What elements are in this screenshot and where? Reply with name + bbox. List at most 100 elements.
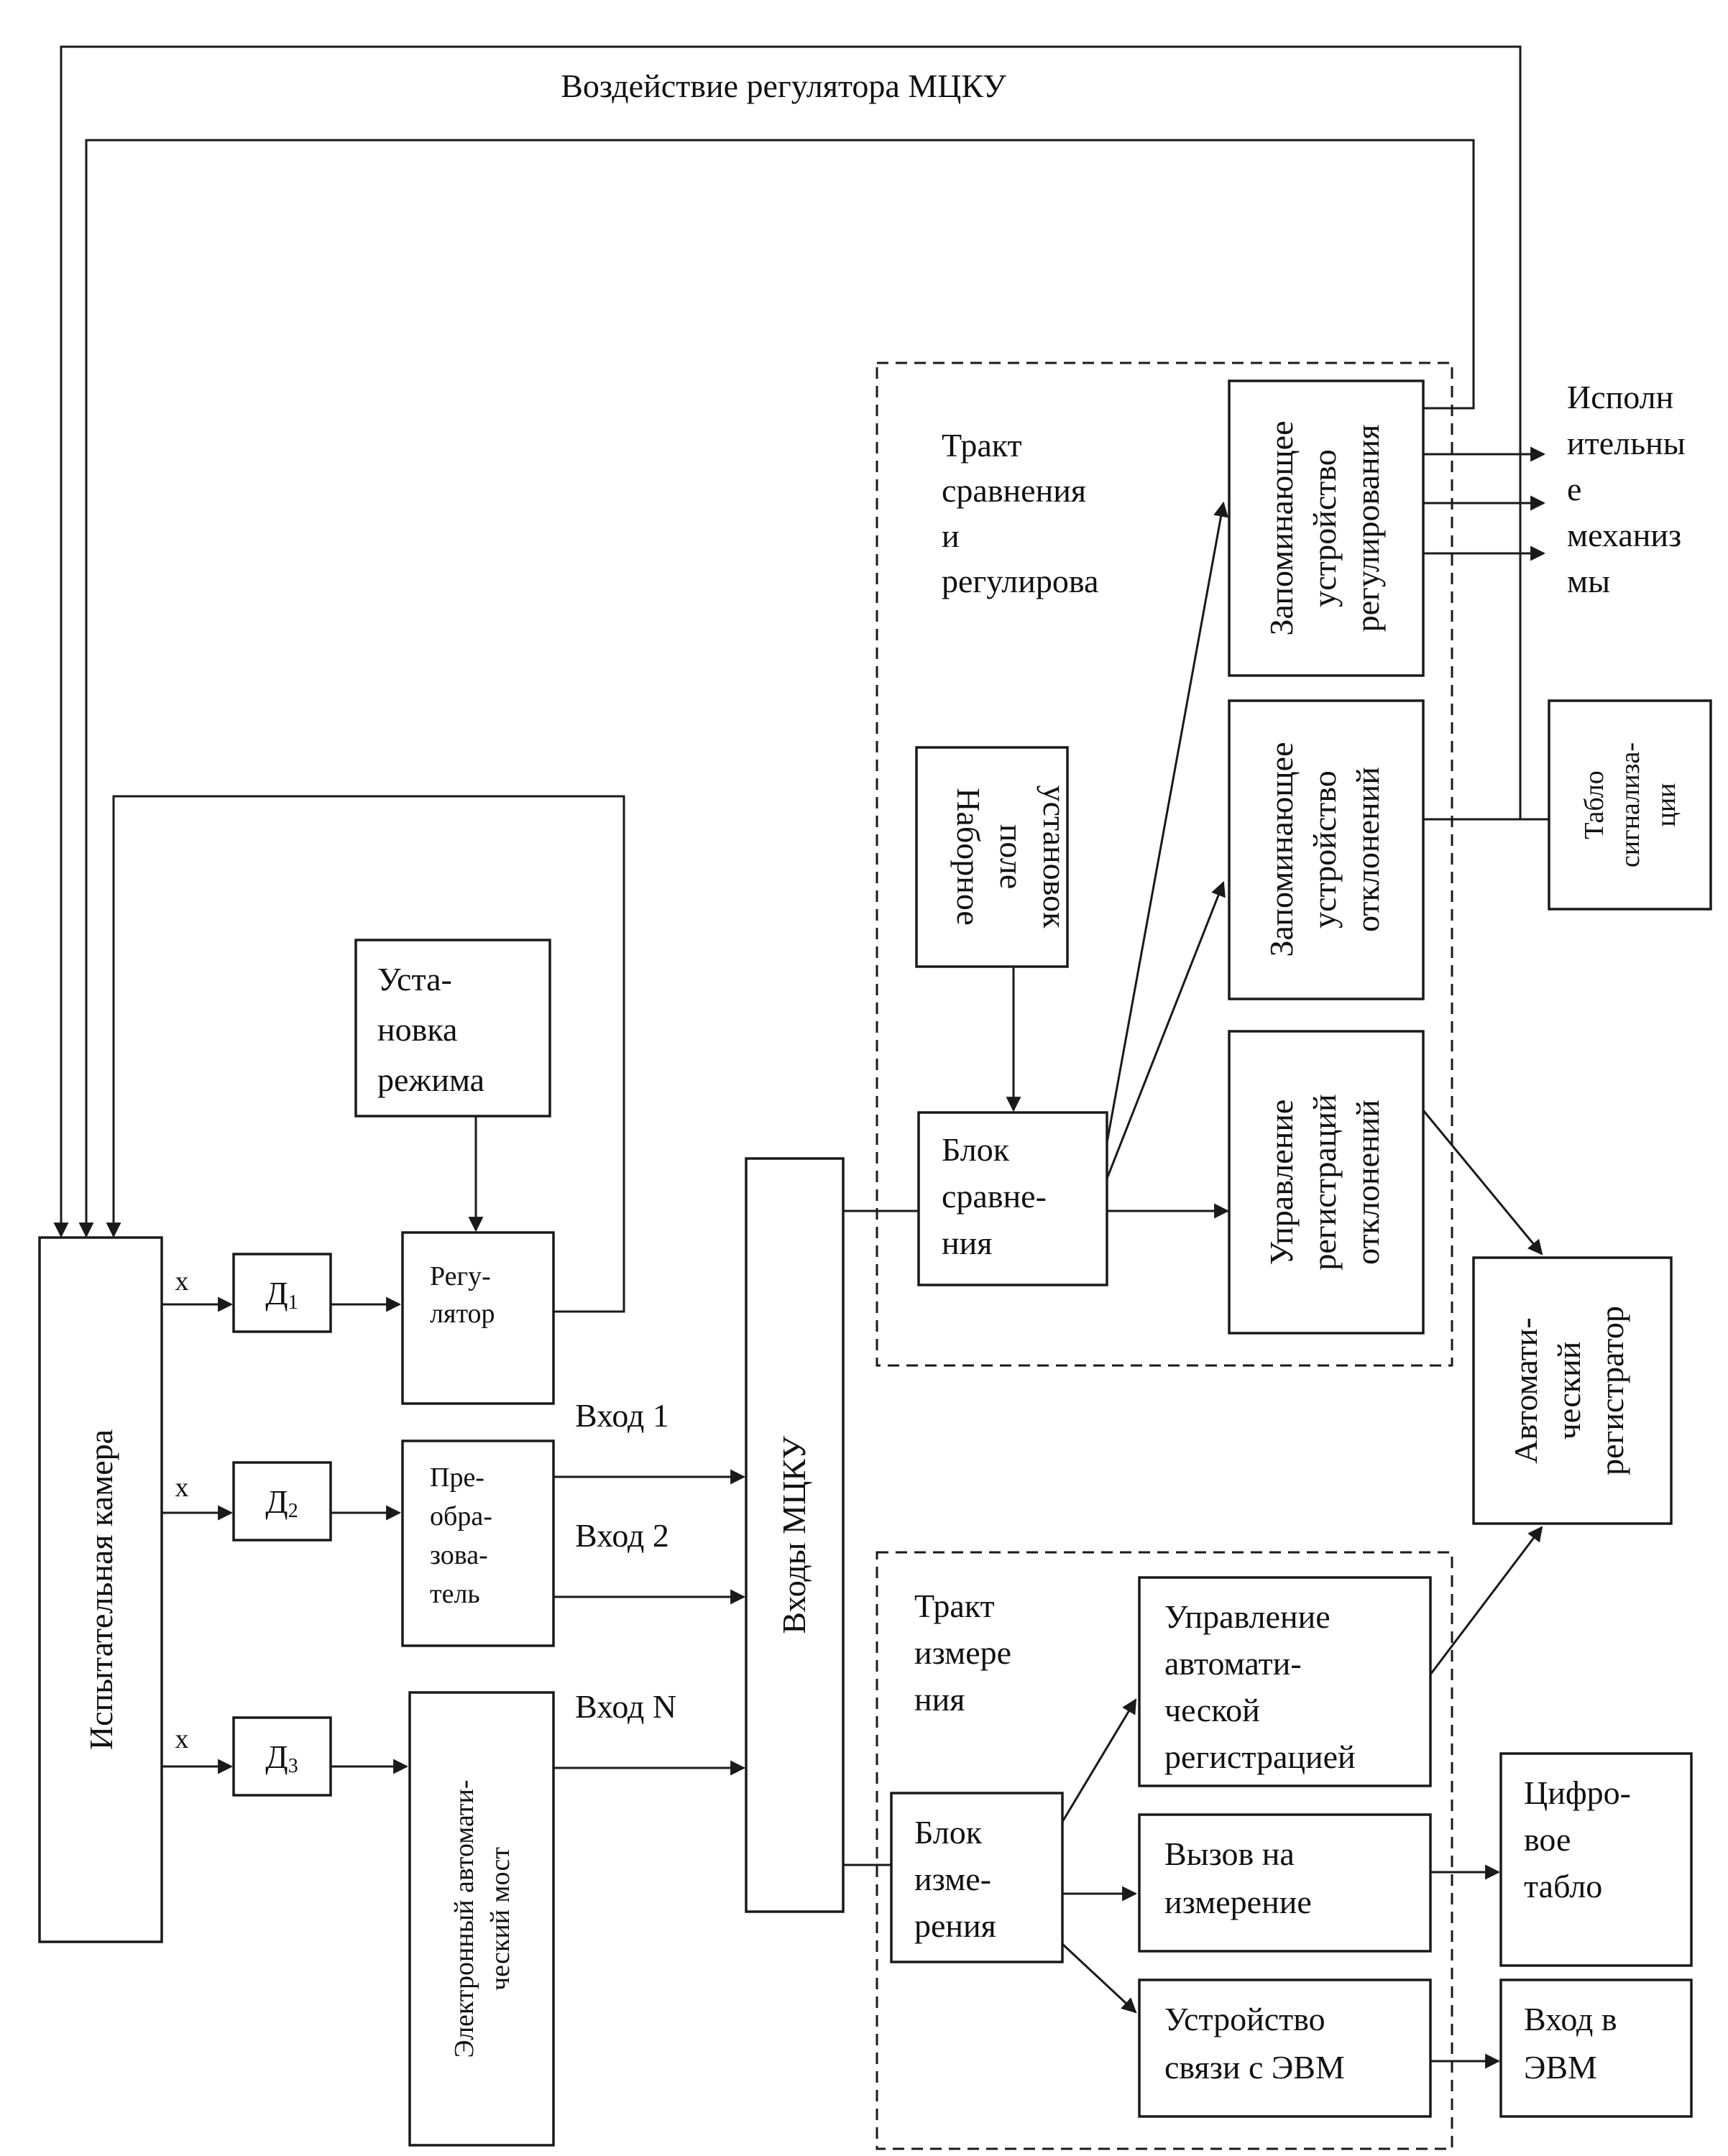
feedback-wire-regulator	[106, 795, 625, 1313]
svg-text:Блок: Блок	[942, 1131, 1010, 1168]
svg-text:рения: рения	[914, 1907, 996, 1944]
svg-text:Исполн: Исполн	[1567, 379, 1673, 415]
deviation-control-block: Управление регистраций отклонений	[1228, 1030, 1425, 1335]
mcku-inputs-block: Входы МЦКУ	[745, 1157, 845, 1913]
computer-input-block: Вход в ЭВМ	[1499, 1978, 1693, 2118]
wire-ctrldev-recorder	[1422, 1110, 1543, 1256]
svg-text:ческий мост: ческий мост	[485, 1847, 515, 1991]
svg-text:устройство: устройство	[1306, 770, 1343, 929]
svg-text:ции: ции	[1651, 783, 1681, 826]
svg-text:измере: измере	[914, 1634, 1011, 1671]
svg-text:обра-: обра-	[430, 1501, 492, 1531]
svg-text:режима: режима	[377, 1061, 484, 1098]
electronic-bridge-block: Электронный автомати- ческий мост	[408, 1691, 555, 2147]
mode-setting-block: Уста- новка режима	[354, 939, 551, 1118]
memory-regulation-block: Запоминающее устройство регулирования	[1228, 379, 1425, 677]
svg-text:Вызов на: Вызов на	[1164, 1835, 1295, 1872]
svg-text:зова-: зова-	[430, 1540, 488, 1570]
svg-text:ческой: ческой	[1164, 1692, 1260, 1728]
regulator-block: Регу- лятор	[401, 1231, 555, 1405]
svg-text:Автомати-: Автомати-	[1507, 1317, 1544, 1463]
svg-text:механиз: механиз	[1567, 517, 1681, 553]
svg-text:ительны: ительны	[1567, 425, 1686, 461]
diagram-title: Воздействие регулятора МЦКУ	[561, 68, 1006, 104]
svg-text:изме-: изме-	[914, 1861, 991, 1897]
svg-text:Запоминающее: Запоминающее	[1263, 742, 1300, 957]
feedback-wire-inner	[78, 139, 1475, 1238]
automatic-recorder-block: Автомати- ческий регистратор	[1472, 1256, 1673, 1525]
svg-text:автомати-: автомати-	[1164, 1645, 1302, 1682]
input-2-label: Вход 2	[575, 1517, 669, 1554]
digital-board-block: Цифро- вое табло	[1499, 1752, 1693, 1967]
svg-text:регистратор: регистратор	[1594, 1306, 1630, 1475]
svg-text:ческий: ческий	[1550, 1342, 1587, 1440]
svg-text:Тракт: Тракт	[942, 427, 1022, 464]
svg-text:сравнения: сравнения	[942, 472, 1086, 509]
input-n-label: Вход N	[575, 1688, 676, 1725]
wire-compare-memreg	[1106, 501, 1228, 1143]
svg-text:новка: новка	[377, 1011, 457, 1048]
x-label-2: х	[175, 1473, 189, 1503]
svg-text:отклонений: отклонений	[1349, 1100, 1386, 1265]
svg-text:Тракт: Тракт	[914, 1588, 995, 1624]
converter-block: Пре- обра- зова- тель	[401, 1439, 555, 1647]
input-1-label: Вход 1	[575, 1397, 669, 1434]
measure-tract-label: Тракт измере ния	[914, 1588, 1011, 1718]
svg-text:Табло: Табло	[1579, 770, 1609, 839]
svg-text:Испытательная камера: Испытательная камера	[83, 1429, 119, 1750]
svg-text:Д3: Д3	[265, 1738, 298, 1777]
feedback-wire-outer	[53, 45, 1522, 1238]
svg-text:вое: вое	[1524, 1821, 1571, 1858]
svg-text:регулирова: регулирова	[942, 563, 1098, 599]
test-chamber: Испытательная камера	[38, 1236, 163, 1943]
svg-text:Управление: Управление	[1263, 1100, 1300, 1266]
svg-text:ЭВМ: ЭВМ	[1524, 2049, 1597, 2086]
svg-text:Управление: Управление	[1164, 1598, 1331, 1635]
measure-tract-frame	[876, 1551, 1453, 2150]
svg-text:лятор: лятор	[430, 1299, 495, 1329]
settings-field-block: Наборное поле установок	[915, 746, 1073, 968]
wire-measure-comm	[1061, 1943, 1137, 2014]
svg-text:Входы МЦКУ: Входы МЦКУ	[776, 1436, 812, 1634]
x-label-1: х	[175, 1266, 189, 1296]
svg-text:сигнализа-: сигнализа-	[1615, 742, 1645, 867]
svg-text:Цифро-: Цифро-	[1524, 1774, 1631, 1811]
compare-tract-frame	[876, 361, 1453, 1367]
svg-text:Д2: Д2	[265, 1483, 298, 1522]
svg-text:установок: установок	[1037, 786, 1073, 929]
svg-text:ния: ния	[942, 1225, 992, 1261]
svg-text:Регу-: Регу-	[430, 1261, 491, 1291]
svg-text:и: и	[942, 517, 960, 554]
svg-text:регулирования: регулирования	[1349, 425, 1386, 632]
svg-text:регистрацией: регистрацией	[1164, 1738, 1356, 1775]
svg-text:Уста-: Уста-	[377, 961, 452, 998]
svg-text:связи с ЭВМ: связи с ЭВМ	[1164, 2049, 1345, 2086]
svg-text:тель: тель	[430, 1579, 480, 1609]
signal-board-block: Табло сигнализа- ции	[1548, 699, 1712, 911]
svg-text:табло: табло	[1524, 1868, 1602, 1904]
memory-deviation-block: Запоминающее устройство отклонений	[1228, 699, 1425, 1000]
auto-registration-control-block: Управление автомати- ческой регистрацией	[1138, 1576, 1432, 1787]
measure-block: Блок изме- рения	[890, 1792, 1064, 1963]
svg-text:отклонений: отклонений	[1349, 767, 1386, 932]
wire-measure-ctrlauto	[1061, 1698, 1137, 1823]
svg-text:Блок: Блок	[914, 1814, 983, 1851]
svg-text:Д1: Д1	[265, 1275, 298, 1314]
x-label-3: х	[175, 1724, 189, 1754]
svg-text:сравне-: сравне-	[942, 1178, 1047, 1215]
wire-compare-memdev	[1106, 881, 1226, 1179]
svg-text:ния: ния	[914, 1681, 965, 1718]
actuators-label: Исполн ительны е механиз мы	[1567, 379, 1686, 599]
svg-text:Наборное: Наборное	[950, 788, 987, 926]
computer-link-block: Устройство связи с ЭВМ	[1138, 1978, 1432, 2118]
svg-text:Устройство: Устройство	[1164, 2001, 1325, 2037]
svg-text:Пре-: Пре-	[430, 1462, 484, 1493]
svg-text:Электронный автомати-: Электронный автомати-	[449, 1780, 479, 2058]
sensor-d2: Д2	[232, 1461, 332, 1542]
svg-text:мы: мы	[1567, 563, 1610, 599]
compare-tract-label: Тракт сравнения и регулирова	[942, 427, 1098, 599]
svg-text:устройство: устройство	[1306, 449, 1343, 607]
measure-call-block: Вызов на измерение	[1138, 1813, 1432, 1953]
wire-ctrlauto-recorder	[1429, 1526, 1543, 1675]
